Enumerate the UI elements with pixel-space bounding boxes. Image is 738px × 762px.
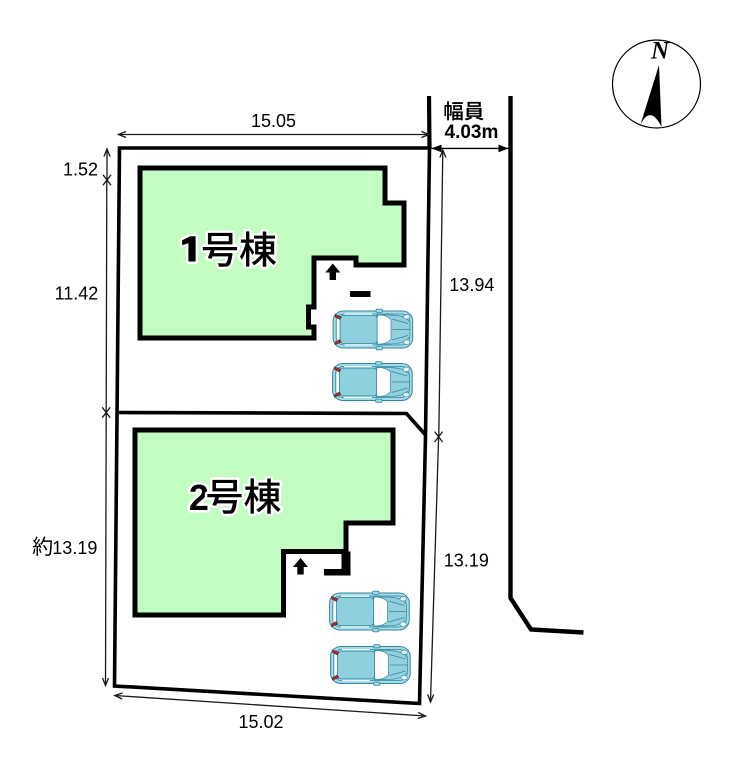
svg-text:13.19: 13.19 bbox=[52, 538, 97, 558]
svg-text:4.03m: 4.03m bbox=[445, 122, 499, 143]
svg-text:15.05: 15.05 bbox=[251, 111, 296, 131]
svg-text:11.42: 11.42 bbox=[55, 283, 99, 303]
svg-text:15.02: 15.02 bbox=[238, 712, 283, 732]
svg-text:N: N bbox=[650, 38, 670, 65]
svg-text:13.19: 13.19 bbox=[444, 551, 489, 571]
svg-text:1.52: 1.52 bbox=[63, 160, 98, 180]
svg-text:13.94: 13.94 bbox=[449, 275, 494, 295]
svg-text:2: 2 bbox=[189, 477, 209, 518]
